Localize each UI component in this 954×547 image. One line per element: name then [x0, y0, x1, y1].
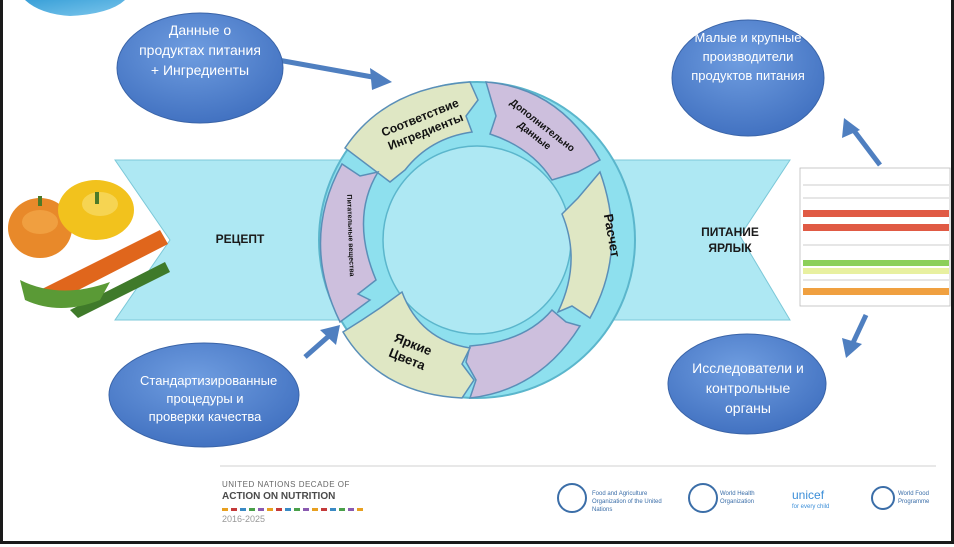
- segment-additional: [484, 81, 602, 181]
- ring-center: [382, 145, 572, 335]
- nutrition-label: [799, 167, 951, 307]
- arrowhead-top-right: [842, 118, 860, 138]
- unicef-tagline: for every child: [792, 504, 830, 510]
- decade-dots: [222, 508, 363, 511]
- segment-nutrients: [319, 162, 380, 324]
- vegetables-image: [8, 180, 170, 318]
- recipe-label: РЕЦЕПТ: [215, 232, 265, 246]
- connector-bottom-right: [849, 313, 869, 347]
- connectors: [277, 57, 882, 359]
- segment-quantity: [465, 308, 582, 399]
- segment-bright: [341, 290, 475, 399]
- bubble-bottom-left: [108, 342, 300, 448]
- arrowhead-bottom-right: [842, 338, 862, 358]
- who-text: World Health Organization: [720, 491, 755, 505]
- top-decoration: [25, 0, 125, 16]
- connector-top-left: [277, 57, 379, 81]
- nutrition-label-title: ПИТАНИЕ ЯРЛЫК: [701, 225, 759, 255]
- bubble-bottom-right: [667, 333, 827, 435]
- arrowhead-top-left: [370, 68, 392, 90]
- fao-logo-icon: [557, 483, 587, 513]
- connector-top-right: [850, 126, 882, 167]
- segment-calc: [556, 170, 613, 320]
- bubble-top-right: [671, 19, 825, 137]
- decade-line1: UNITED NATIONS DECADE OF: [222, 480, 350, 489]
- wfp-logo-icon: [871, 486, 895, 510]
- bubble-bottom-left-text: Стандартизированные процедуры и проверки…: [140, 373, 278, 424]
- bubble-top-left: [116, 12, 284, 124]
- decade-line2: ACTION ON NUTRITION: [222, 491, 336, 502]
- segment-match: [343, 81, 479, 183]
- arrowhead-bottom-left: [320, 325, 340, 345]
- bubble-top-left-text: Данные о продуктах питания + Ингредиенты: [139, 22, 261, 78]
- decade-years: 2016-2025: [222, 514, 266, 524]
- connector-bottom-left: [303, 333, 332, 359]
- bubble-top-right-text: Малые и крупные производители продуктов …: [691, 30, 805, 83]
- wfp-text: World Food Programme: [898, 491, 930, 505]
- unicef-text: unicef: [792, 488, 825, 502]
- bubble-bottom-right-text: Исследователи и контрольные органы: [692, 360, 804, 416]
- who-logo-icon: [688, 483, 718, 513]
- fao-text: Food and Agriculture Organization of the…: [592, 491, 662, 513]
